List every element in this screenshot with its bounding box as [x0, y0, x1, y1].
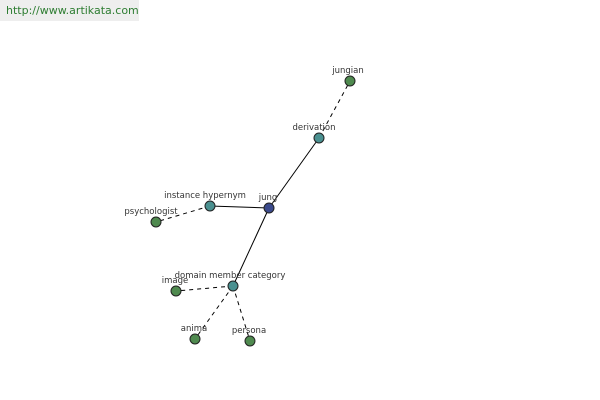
node-jung[interactable] — [263, 202, 275, 214]
label-domain-member-category: domain member category — [175, 271, 286, 281]
graph-labels: jung derivation instance hypernym domain… — [124, 66, 363, 336]
edge-jung-domain-member-category — [232, 207, 270, 287]
node-anima[interactable] — [189, 333, 201, 345]
node-instance-hypernym[interactable] — [204, 200, 216, 212]
edge-derivation-jungian — [318, 80, 351, 139]
label-instance-hypernym: instance hypernym — [164, 191, 246, 201]
label-derivation: derivation — [292, 123, 335, 133]
url-bar: http://www.artikata.com — [0, 0, 139, 21]
site-url-link[interactable]: http://www.artikata.com — [6, 4, 139, 17]
node-persona[interactable] — [244, 335, 256, 347]
edge-domain-image — [175, 285, 234, 292]
label-psychologist: psychologist — [124, 207, 178, 217]
graph-edges — [155, 80, 351, 342]
graph-nodes — [150, 75, 356, 347]
node-psychologist[interactable] — [150, 216, 162, 228]
label-persona: persona — [232, 326, 266, 336]
label-anima: anima — [181, 324, 207, 334]
node-image[interactable] — [170, 285, 182, 297]
label-image: image — [162, 276, 188, 286]
edge-domain-persona — [232, 285, 251, 342]
edge-jung-instance-hypernym — [209, 205, 270, 209]
edge-jung-derivation — [268, 137, 320, 209]
edge-domain-anima — [194, 285, 234, 340]
node-domain-member-category[interactable] — [227, 280, 239, 292]
node-jungian[interactable] — [344, 75, 356, 87]
edge-instance-hypernym-psychologist — [155, 205, 211, 223]
label-jung: jung — [258, 193, 278, 203]
node-derivation[interactable] — [313, 132, 325, 144]
label-jungian: jungian — [331, 66, 364, 76]
